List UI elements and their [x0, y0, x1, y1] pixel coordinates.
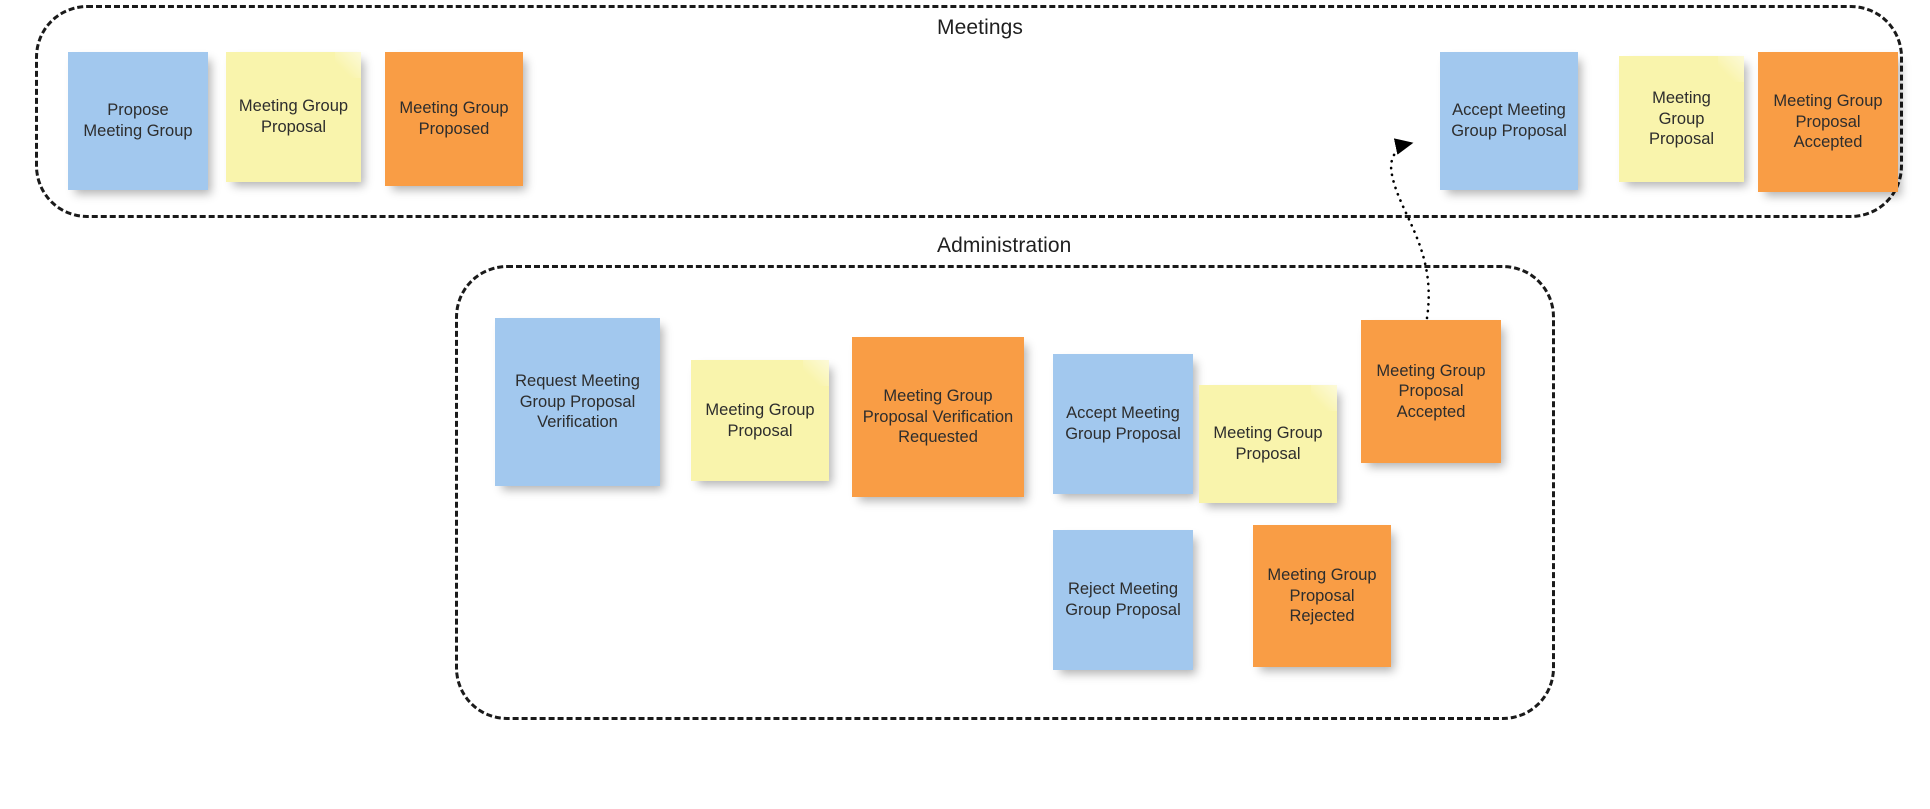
sticky-note-accept-meeting-group-proposal-meetings[interactable]: Accept Meeting Group Proposal	[1440, 52, 1578, 190]
sticky-note-label: Accept Meeting Group Proposal	[1451, 101, 1567, 140]
sticky-note-label: Request Meeting Group Proposal Verificat…	[515, 372, 640, 432]
sticky-note-meeting-group-proposal-accepted-meetings[interactable]: Meeting Group Proposal Accepted	[1758, 52, 1898, 192]
sticky-note-meeting-group-proposal-verification-requested[interactable]: Meeting Group Proposal Verification Requ…	[852, 337, 1024, 497]
sticky-note-label: Meeting Group Proposal	[705, 400, 815, 440]
sticky-note-accept-meeting-group-proposal-admin[interactable]: Accept Meeting Group Proposal	[1053, 354, 1193, 494]
context-boundary-meetings	[35, 5, 1903, 218]
sticky-note-label: Meeting Group Proposal Accepted	[1773, 92, 1883, 152]
sticky-note-meeting-group-proposal-2[interactable]: Meeting Group Proposal	[1619, 56, 1744, 182]
sticky-note-meeting-group-proposal-1[interactable]: Meeting Group Proposal	[226, 52, 361, 182]
context-title-administration: Administration	[937, 234, 1072, 257]
sticky-note-label: Meeting Group Proposal	[1648, 89, 1715, 149]
sticky-note-meeting-group-proposed[interactable]: Meeting Group Proposed	[385, 52, 523, 186]
sticky-note-meeting-group-proposal-3[interactable]: Meeting Group Proposal	[691, 360, 829, 481]
context-title-meetings: Meetings	[937, 16, 1024, 39]
sticky-note-label: Meeting Group Proposal	[238, 97, 349, 136]
sticky-note-meeting-group-proposal-4[interactable]: Meeting Group Proposal	[1199, 385, 1337, 503]
sticky-note-label: Meeting Group Proposal Accepted	[1376, 361, 1486, 421]
sticky-note-meeting-group-proposal-rejected[interactable]: Meeting Group Proposal Rejected	[1253, 525, 1391, 667]
sticky-note-propose-meeting-group[interactable]: Propose Meeting Group	[68, 52, 208, 190]
sticky-note-label: Meeting Group Proposal Rejected	[1267, 566, 1377, 626]
sticky-note-label: Propose Meeting Group	[83, 101, 193, 140]
sticky-note-label: Reject Meeting Group Proposal	[1065, 580, 1181, 619]
sticky-note-reject-meeting-group-proposal[interactable]: Reject Meeting Group Proposal	[1053, 530, 1193, 670]
sticky-note-meeting-group-proposal-accepted-admin[interactable]: Meeting Group Proposal Accepted	[1361, 320, 1501, 463]
sticky-note-label: Meeting Group Proposal	[1213, 424, 1323, 463]
sticky-note-label: Meeting Group Proposed	[399, 99, 509, 138]
sticky-note-request-meeting-group-proposal-verification[interactable]: Request Meeting Group Proposal Verificat…	[495, 318, 660, 486]
context-boundary-administration	[455, 265, 1555, 720]
sticky-note-label: Meeting Group Proposal Verification Requ…	[862, 387, 1014, 447]
sticky-note-label: Accept Meeting Group Proposal	[1065, 404, 1181, 443]
